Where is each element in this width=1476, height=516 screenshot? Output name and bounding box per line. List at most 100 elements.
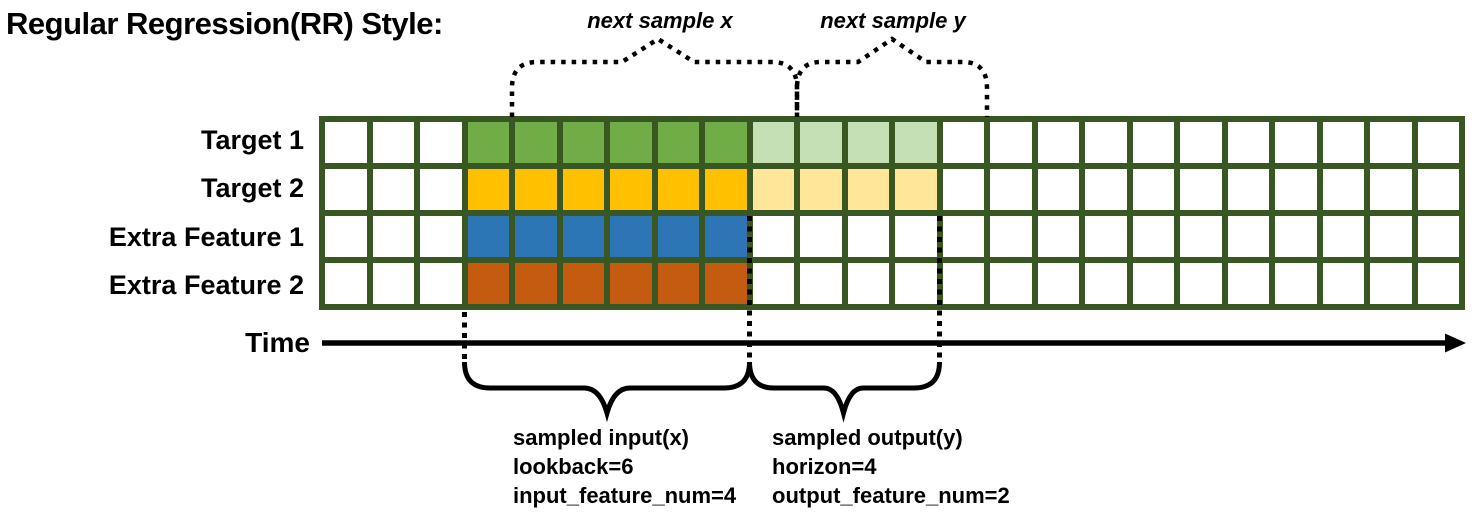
grid-cell — [1037, 169, 1079, 210]
horizon-line: horizon=4 — [772, 454, 877, 479]
grid-cell — [705, 122, 747, 163]
grid-cell — [895, 169, 937, 210]
time-axis-label: Time — [245, 327, 310, 358]
grid-cell — [1417, 169, 1459, 210]
grid-cell — [610, 122, 652, 163]
grid-cell — [752, 263, 794, 304]
sampled-input-brace-icon — [462, 361, 752, 423]
grid-cell — [1037, 122, 1079, 163]
grid-cell — [752, 216, 794, 257]
grid-cell — [847, 263, 889, 304]
grid-cell — [1417, 122, 1459, 163]
grid-cell — [1085, 263, 1127, 304]
grid-cell — [1085, 122, 1127, 163]
sampled-input-line: sampled input(x) — [513, 425, 690, 450]
grid-cell — [752, 169, 794, 210]
grid-cell — [752, 122, 794, 163]
grid-cell — [1037, 263, 1079, 304]
grid-cell — [800, 263, 842, 304]
grid-cell — [467, 169, 509, 210]
grid-cell — [1227, 263, 1269, 304]
grid-cell — [800, 122, 842, 163]
grid-cell — [515, 263, 557, 304]
row-label-target-1: Target 1 — [200, 124, 304, 155]
grid-cell — [467, 263, 509, 304]
sampled-output-annotation: sampled output(y) horizon=4 output_featu… — [772, 423, 1010, 510]
grid-cell — [1322, 169, 1364, 210]
grid-cell — [657, 169, 699, 210]
grid-cell — [705, 169, 747, 210]
grid-cell — [800, 216, 842, 257]
grid-cell — [420, 263, 462, 304]
grid-cell — [610, 263, 652, 304]
grid-cell — [705, 216, 747, 257]
output-feature-num-line: output_feature_num=2 — [772, 483, 1010, 508]
grid-cell — [1132, 169, 1174, 210]
grid-cell — [1132, 263, 1174, 304]
grid-cell — [942, 216, 984, 257]
grid-cell — [1180, 263, 1222, 304]
grid-cell — [420, 122, 462, 163]
lookback-line: lookback=6 — [513, 454, 634, 479]
grid-cell — [1227, 216, 1269, 257]
grid-cell — [1322, 122, 1364, 163]
grid-cell — [1417, 216, 1459, 257]
grid-cell — [420, 216, 462, 257]
grid-cell — [515, 216, 557, 257]
grid-cell — [562, 169, 604, 210]
grid-cell — [562, 263, 604, 304]
grid-cell — [942, 169, 984, 210]
grid-cell — [1275, 216, 1317, 257]
grid-cell — [800, 169, 842, 210]
grid-cell — [1132, 216, 1174, 257]
grid-cell — [515, 122, 557, 163]
grid-cell — [1322, 263, 1364, 304]
grid-cell — [1370, 263, 1412, 304]
grid-cell — [1085, 169, 1127, 210]
grid-cell — [1227, 122, 1269, 163]
row-label-target-2: Target 2 — [200, 173, 304, 204]
grid-cell — [847, 122, 889, 163]
grid-cell — [657, 263, 699, 304]
grid-cell — [420, 169, 462, 210]
time-axis-arrowhead-icon — [1445, 333, 1466, 353]
grid-cell — [657, 216, 699, 257]
grid-cell — [1132, 122, 1174, 163]
grid-cell — [372, 122, 414, 163]
grid-cell — [372, 216, 414, 257]
grid-cell — [1322, 216, 1364, 257]
grid-cell — [1180, 122, 1222, 163]
grid-cell — [325, 263, 367, 304]
grid-cell — [1370, 216, 1412, 257]
diagram-title: Regular Regression(RR) Style: — [6, 6, 443, 41]
grid-cell — [1370, 169, 1412, 210]
grid-cell — [942, 263, 984, 304]
grid-cell — [467, 216, 509, 257]
row-label-extra-feature-2: Extra Feature 2 — [108, 270, 304, 301]
grid-cell — [562, 122, 604, 163]
grid-cell — [1275, 122, 1317, 163]
sample-grid — [319, 116, 1465, 310]
grid-cell — [942, 122, 984, 163]
next-sample-y-label: next sample y — [820, 8, 966, 33]
grid-cell — [1417, 263, 1459, 304]
grid-cell — [990, 169, 1032, 210]
input-feature-num-line: input_feature_num=4 — [513, 483, 737, 508]
grid-cell — [1227, 169, 1269, 210]
grid-cell — [705, 263, 747, 304]
sampled-output-brace-icon — [747, 361, 942, 423]
grid-cell — [847, 169, 889, 210]
grid-cell — [562, 216, 604, 257]
grid-cell — [847, 216, 889, 257]
grid-cell — [325, 169, 367, 210]
grid-cell — [610, 216, 652, 257]
next-sample-y-brace-icon — [794, 36, 990, 117]
grid-cell — [1037, 216, 1079, 257]
grid-cell — [990, 263, 1032, 304]
grid-cell — [895, 263, 937, 304]
grid-cell — [657, 122, 699, 163]
grid-cell — [1085, 216, 1127, 257]
grid-cell — [1180, 169, 1222, 210]
